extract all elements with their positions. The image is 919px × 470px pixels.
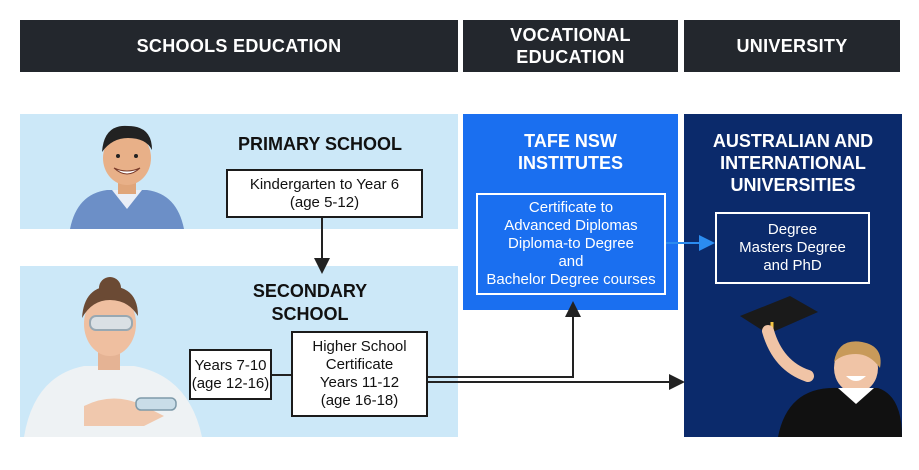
years-7-10-box: Years 7-10 (age 12-16) — [189, 349, 272, 400]
graduate-image — [740, 296, 902, 437]
primary-school-title: PRIMARY SCHOOL — [237, 134, 402, 154]
secondary-student-image — [24, 277, 202, 437]
university-title: AUSTRALIAN AND INTERNATIONAL UNIVERSITIE… — [712, 131, 874, 195]
header-university: UNIVERSITY — [684, 20, 900, 72]
tafe-courses-box: Certificate to Advanced Diplomas Diploma… — [476, 193, 666, 295]
secondary-school-title: SECONDARY SCHOOL — [252, 281, 368, 324]
kindergarten-to-year6-box: Kindergarten to Year 6 (age 5-12) — [226, 169, 423, 218]
hsc-to-tafe-arrow — [428, 301, 581, 378]
university-degrees-box: Degree Masters Degree and PhD — [715, 212, 870, 284]
header-vocational-education: VOCATIONAL EDUCATION — [463, 20, 678, 72]
header-schools-education: SCHOOLS EDUCATION — [20, 20, 458, 72]
tafe-title: TAFE NSW INSTITUTES — [517, 131, 623, 173]
hsc-box: Higher School Certificate Years 11-12 (a… — [291, 331, 428, 417]
tafe-panel — [463, 114, 678, 310]
primary-student-image — [70, 125, 184, 229]
